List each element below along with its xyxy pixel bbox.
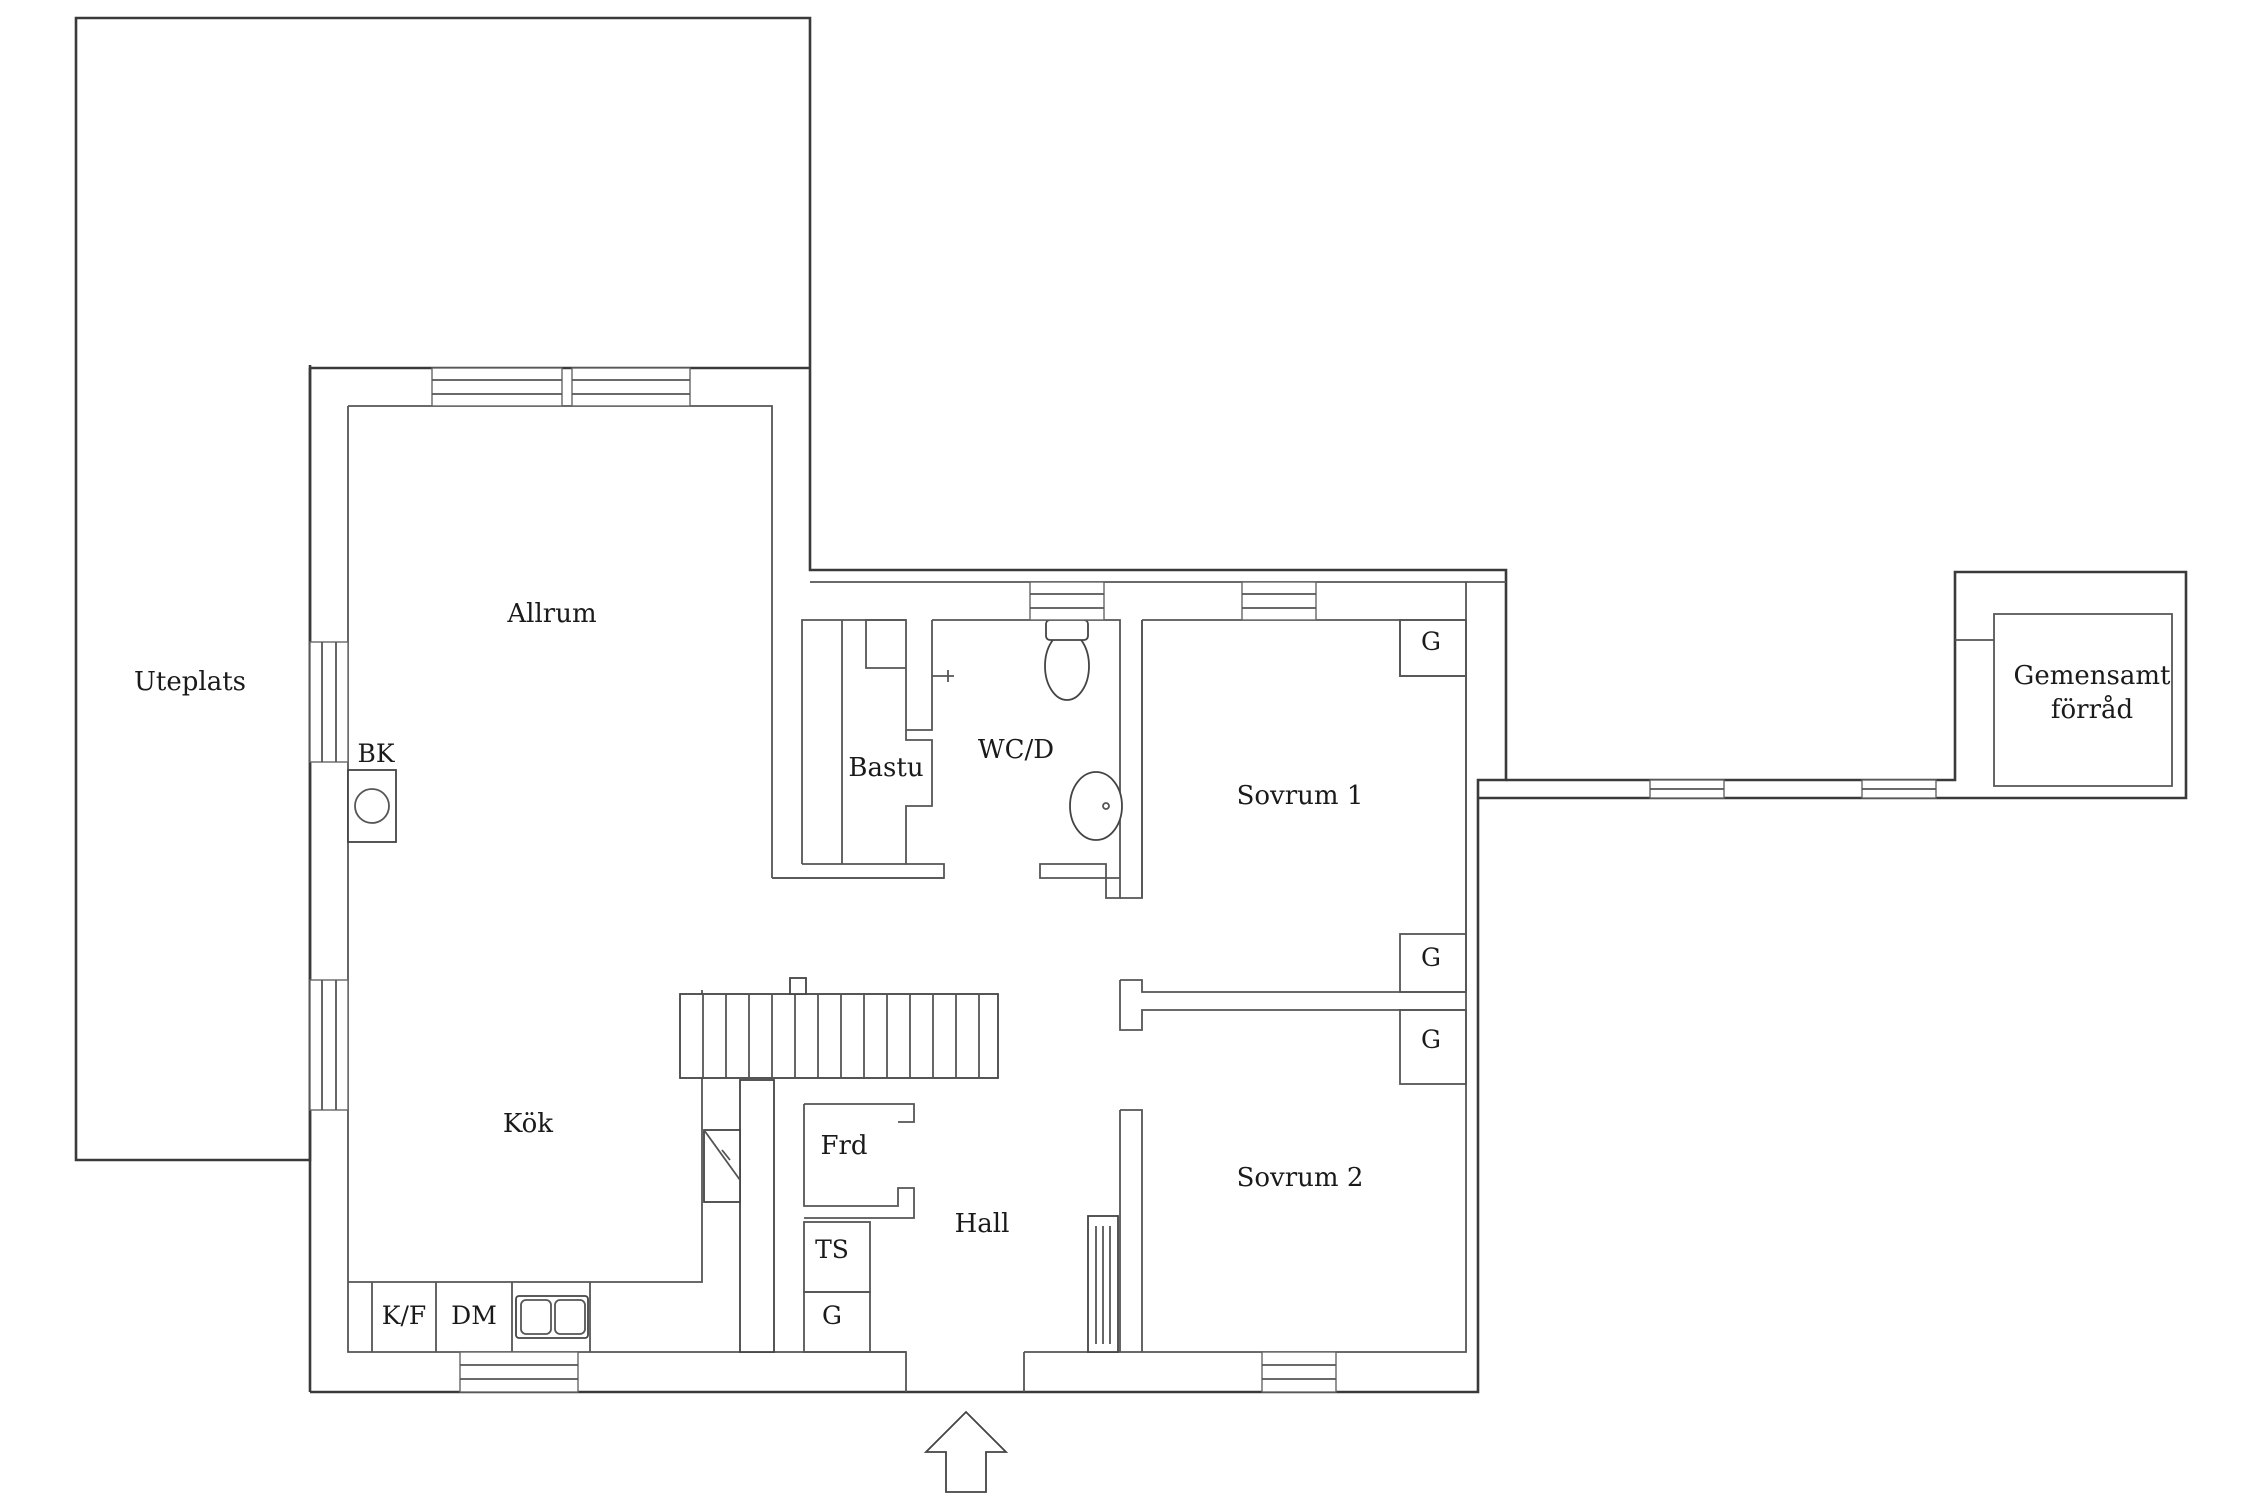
- label-g-sovrum1-top: G: [1421, 627, 1441, 656]
- g-cabinet: [803, 1291, 871, 1353]
- label-g-sovrum1-bottom: G: [1421, 943, 1441, 972]
- window-north-1: [431, 367, 563, 407]
- window-wc: [1029, 581, 1105, 621]
- label-kf: K/F: [382, 1301, 426, 1330]
- label-ts: TS: [815, 1235, 849, 1264]
- window-north-2-lines: [572, 379, 690, 395]
- window-north-1-lines: [432, 379, 562, 395]
- window-west-2-lines: [321, 980, 337, 1110]
- label-sovrum2: Sovrum 2: [1237, 1163, 1364, 1193]
- frd-walls: [803, 1103, 915, 1219]
- patio-outline: [74, 16, 1508, 1394]
- bastu-outer: [801, 619, 906, 865]
- window-north-2: [571, 367, 691, 407]
- label-wcd: WC/D: [978, 735, 1054, 765]
- label-hall: Hall: [955, 1209, 1010, 1239]
- washbasin-drain: [1102, 802, 1110, 810]
- sovrum2-walls: [1119, 1109, 1143, 1352]
- label-frd: Frd: [820, 1131, 867, 1161]
- window-sovrum2: [1261, 1351, 1337, 1393]
- hall-dividers: [1120, 619, 1466, 899]
- label-bastu: Bastu: [848, 753, 923, 783]
- window-south-1: [459, 1351, 579, 1393]
- house-inner-outline: [348, 405, 773, 878]
- stair-post: [789, 977, 807, 995]
- label-dm: DM: [451, 1301, 497, 1330]
- kitchen-counter-dividers: [371, 1282, 591, 1352]
- house-inner-left: [347, 406, 906, 1353]
- toilet-tank: [1045, 619, 1089, 641]
- stairs: [679, 993, 999, 1079]
- wc-walls: [932, 619, 1121, 899]
- window-south-1-lines: [460, 1364, 578, 1380]
- stair-landing: [703, 1129, 741, 1203]
- stair-railing: [739, 1079, 775, 1353]
- label-uteplats: Uteplats: [134, 667, 246, 697]
- storage-inner: [1993, 613, 2173, 787]
- window-sovrum2-lines: [1262, 1364, 1336, 1380]
- entrance-arrow-icon: [923, 1410, 1009, 1493]
- stair-landing-mark: [703, 1129, 741, 1181]
- washbasin-icon: [1069, 771, 1123, 841]
- wardrobe-g-1: [1399, 619, 1467, 677]
- kitchen-counter: [348, 990, 703, 1283]
- label-kok: Kök: [503, 1109, 553, 1139]
- window-west-1: [309, 641, 349, 763]
- bastu-walls: [772, 619, 945, 879]
- window-west-1-lines: [321, 642, 337, 762]
- radiator-fins: [1095, 1226, 1111, 1344]
- sink-basin-left: [520, 1299, 552, 1335]
- wardrobe-g-3: [1399, 1009, 1467, 1085]
- window-wc-lines: [1030, 593, 1104, 609]
- window-sovrum1-lines: [1242, 593, 1316, 609]
- label-allrum: Allrum: [506, 599, 596, 629]
- stair-treads: [702, 994, 980, 1078]
- sink-icon: [515, 1295, 589, 1339]
- label-g-hall: G: [822, 1301, 842, 1330]
- hall-entry-walls: [870, 1351, 1025, 1392]
- label-g-sovrum2: G: [1421, 1025, 1441, 1054]
- label-forrad-2: förråd: [2051, 694, 2133, 725]
- label-bk: BK: [357, 739, 395, 768]
- toilet-icon: [1044, 631, 1090, 701]
- fireplace-icon: [354, 788, 390, 824]
- sink-basin-right: [554, 1299, 586, 1335]
- sovrum1-walls: [1141, 620, 1467, 992]
- bedroom-divider: [1119, 979, 1466, 1031]
- shower-tap-icon: [932, 670, 954, 682]
- label-forrad-1: Gemensamt: [2014, 661, 2171, 691]
- window-west-2: [309, 979, 349, 1111]
- label-sovrum1: Sovrum 1: [1237, 781, 1364, 811]
- window-sovrum1: [1241, 581, 1317, 621]
- fireplace: [347, 769, 397, 843]
